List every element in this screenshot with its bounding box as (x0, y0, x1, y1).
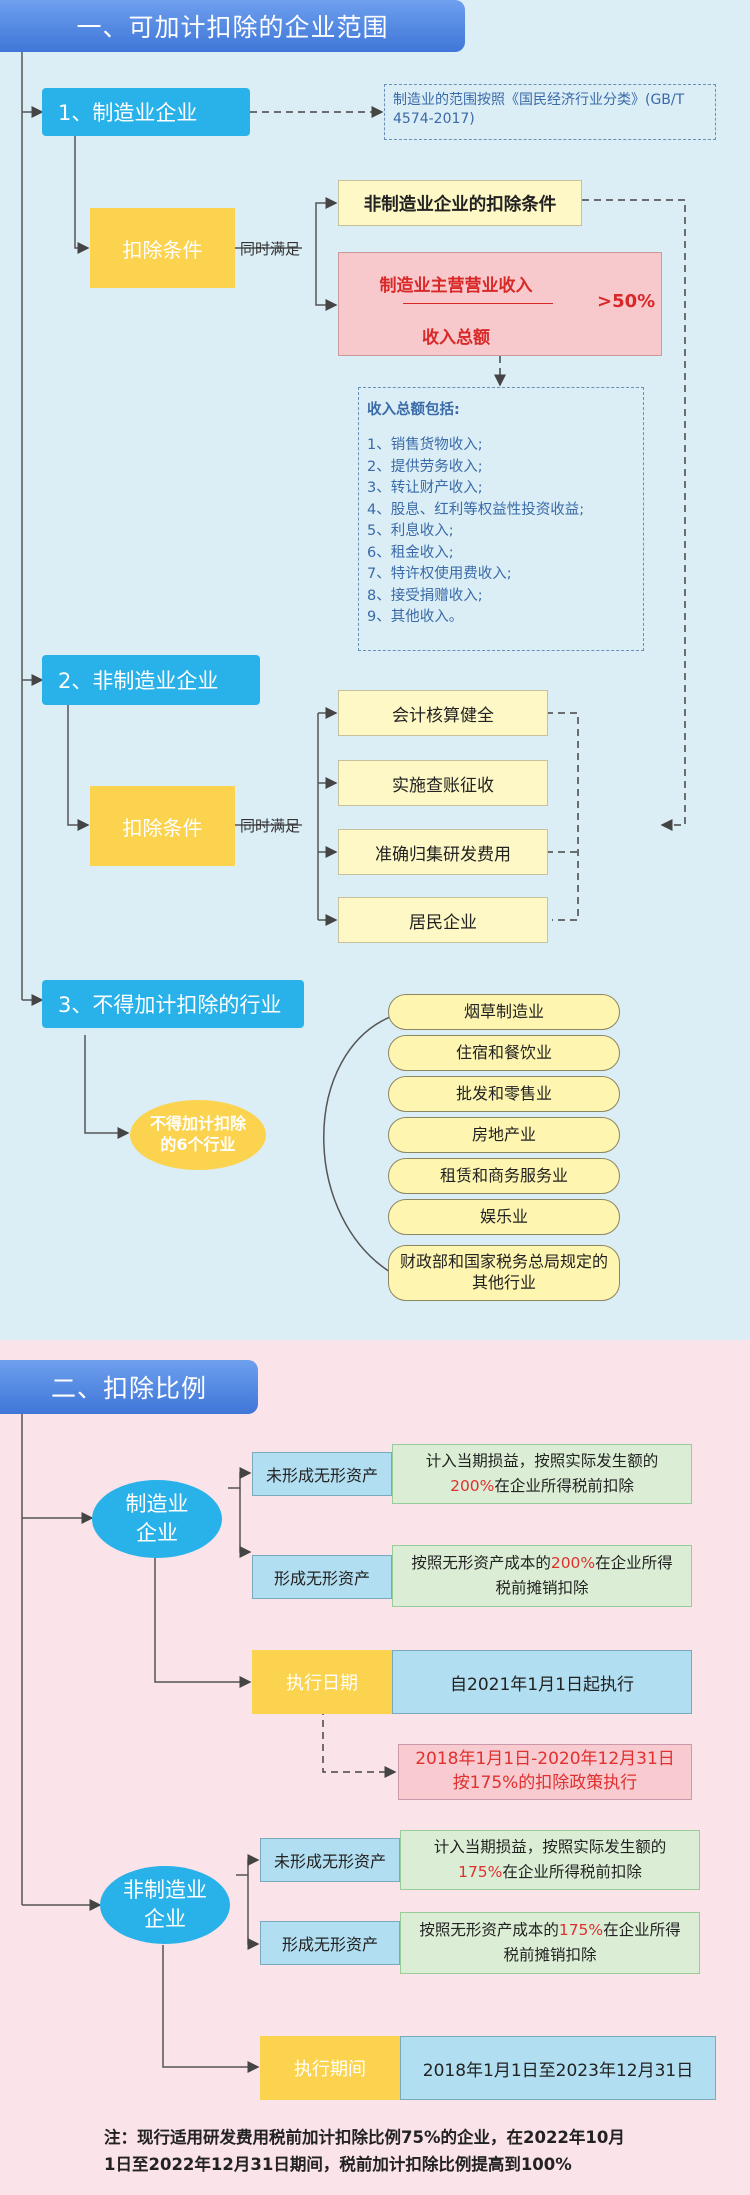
ratio-threshold: >50% (597, 291, 656, 312)
manufacturing-enterprise-box: 1、制造业企业 (42, 88, 250, 136)
non-manufacturing-enterprise-box: 2、非制造业企业 (42, 655, 260, 705)
income-item: 7、特许权使用费收入; (367, 566, 512, 583)
non-mf-enterprise-circle: 非制造业 企业 (100, 1866, 230, 1944)
excluded-six-industries-circle: 不得加计扣除 的6个行业 (130, 1100, 266, 1170)
manufacturing-scope-note: 制造业的范围按照《国民经济行业分类》(GB/T 4574-2017) (384, 84, 716, 140)
ratio-denominator: 收入总额 (422, 328, 490, 348)
income-item: 8、接受捐赠收入; (367, 587, 483, 604)
footnote-line1: 注：现行适用研发费用税前加计扣除比例75%的企业，在2022年10月 (104, 2128, 625, 2147)
condition-rd-costs: 准确归集研发费用 (338, 829, 548, 875)
industry-other-line1: 财政部和国家税务总局规定的 (399, 1252, 608, 1272)
footnote: 注：现行适用研发费用税前加计扣除比例75%的企业，在2022年10月 1日至20… (104, 2124, 744, 2178)
income-total-list: 收入总额包括: 1、销售货物收入; 2、提供劳务收入; 3、转让财产收入; 4、… (358, 387, 644, 651)
mf-no-asset-pct: 200% (450, 1477, 495, 1495)
nonmf-intangible-label: 形成无形资产 (260, 1921, 400, 1965)
mf-exec-date-value: 自2021年1月1日起执行 (392, 1650, 692, 1714)
nonmf-asset-pct: 175% (558, 1921, 604, 1940)
nonmf-asset-desc2: 在企业所得 (603, 1921, 681, 1940)
condition-accounting: 会计核算健全 (338, 690, 548, 736)
nonmf-intangible-desc: 按照无形资产成本的175%在企业所得 税前摊销扣除 (400, 1912, 700, 1974)
nonmf-exec-period-label: 执行期间 (260, 2036, 400, 2100)
footnote-line2: 1日至2022年12月31日期间，税前加计扣除比例提高到100% (104, 2155, 572, 2175)
industry-tobacco: 烟草制造业 (388, 994, 620, 1030)
non-mf-both-satisfy-label: 同时满足 (240, 817, 301, 835)
condition-audit-collection: 实施查账征收 (338, 760, 548, 806)
industry-other-line2: 其他行业 (471, 1273, 536, 1292)
nonmf-asset-desc1: 按照无形资产成本的 (419, 1921, 559, 1940)
industry-real-estate: 房地产业 (388, 1117, 620, 1153)
income-item: 9、其他收入。 (367, 609, 464, 626)
mf-deduct-condition-box: 扣除条件 (90, 208, 235, 288)
mf-asset-pct: 200% (550, 1554, 596, 1573)
excluded-circle-line2: 的6个行业 (160, 1135, 236, 1154)
income-item: 4、股息、红利等权益性投资收益; (367, 501, 585, 518)
industry-wholesale-retail: 批发和零售业 (388, 1076, 620, 1112)
non-mf-deduct-condition-box: 扣除条件 (90, 786, 235, 866)
section-1-title: 一、可加计扣除的企业范围 (0, 0, 465, 52)
income-list-title: 收入总额包括: (367, 402, 460, 418)
mf-intangible-label: 形成无形资产 (252, 1555, 392, 1599)
mf-asset-desc2: 在企业所得 (595, 1554, 673, 1573)
nonmf-circle-line1: 非制造业 (123, 1877, 207, 1902)
mf-asset-desc1: 按照无形资产成本的 (411, 1554, 551, 1573)
section-2-title: 二、扣除比例 (0, 1360, 258, 1414)
income-item: 2、提供劳务收入; (367, 458, 483, 475)
income-item: 3、转让财产收入; (367, 480, 483, 497)
nonmf-asset-desc3: 税前摊销扣除 (503, 1946, 597, 1964)
mf-prior-line2: 按175%的扣除政策执行 (452, 1773, 638, 1793)
revenue-ratio-box: 制造业主营营业收入 >50% 收入总额 (338, 252, 662, 356)
industry-leasing-business: 租赁和商务服务业 (388, 1158, 620, 1194)
income-item: 1、销售货物收入; (367, 437, 483, 454)
non-mf-condition-ref: 非制造业企业的扣除条件 (338, 180, 582, 226)
mf-intangible-desc: 按照无形资产成本的200%在企业所得 税前摊销扣除 (392, 1545, 692, 1607)
scope-note-text: 制造业的范围按照《国民经济行业分类》(GB/T 4574-2017) (393, 92, 685, 127)
nonmf-exec-period-value: 2018年1月1日至2023年12月31日 (400, 2036, 716, 2100)
nonmf-no-asset-pct: 175% (458, 1863, 503, 1881)
nonmf-circle-line2: 企业 (144, 1907, 186, 1931)
nonmf-no-asset-desc2: 在企业所得税前扣除 (502, 1863, 642, 1881)
mf-prior-period-box: 2018年1月1日-2020年12月31日 按175%的扣除政策执行 (398, 1744, 692, 1800)
mf-asset-desc3: 税前摊销扣除 (495, 1579, 589, 1597)
excluded-circle-line1: 不得加计扣除 (149, 1114, 246, 1134)
mf-both-satisfy-label: 同时满足 (240, 240, 301, 258)
condition-resident: 居民企业 (338, 897, 548, 943)
nonmf-no-intangible-label: 未形成无形资产 (260, 1838, 400, 1882)
mf-no-asset-desc2: 在企业所得税前扣除 (494, 1477, 634, 1495)
industry-entertainment: 娱乐业 (388, 1199, 620, 1235)
mf-circle-line2: 企业 (136, 1521, 178, 1545)
ratio-numerator: 制造业主营营业收入 (379, 276, 533, 296)
mf-no-intangible-desc: 计入当期损益，按照实际发生额的 200%在企业所得税前扣除 (392, 1444, 692, 1504)
nonmf-no-asset-desc1: 计入当期损益，按照实际发生额的 (433, 1838, 667, 1857)
mf-exec-date-label: 执行日期 (252, 1650, 392, 1714)
income-item: 5、利息收入; (367, 523, 454, 540)
nonmf-no-intangible-desc: 计入当期损益，按照实际发生额的 175%在企业所得税前扣除 (400, 1830, 700, 1890)
ratio-fraction-line (403, 303, 553, 304)
excluded-industries-box: 3、不得加计扣除的行业 (42, 980, 304, 1028)
mf-prior-line1: 2018年1月1日-2020年12月31日 (415, 1749, 675, 1770)
mf-no-intangible-label: 未形成无形资产 (252, 1452, 392, 1496)
mf-circle-line1: 制造业 (125, 1491, 189, 1516)
industry-hospitality: 住宿和餐饮业 (388, 1035, 620, 1071)
mf-enterprise-circle: 制造业 企业 (92, 1480, 222, 1558)
income-item: 6、租金收入; (367, 544, 454, 561)
industry-other-specified: 财政部和国家税务总局规定的 其他行业 (388, 1245, 620, 1301)
mf-no-asset-desc1: 计入当期损益，按照实际发生额的 (425, 1452, 659, 1471)
